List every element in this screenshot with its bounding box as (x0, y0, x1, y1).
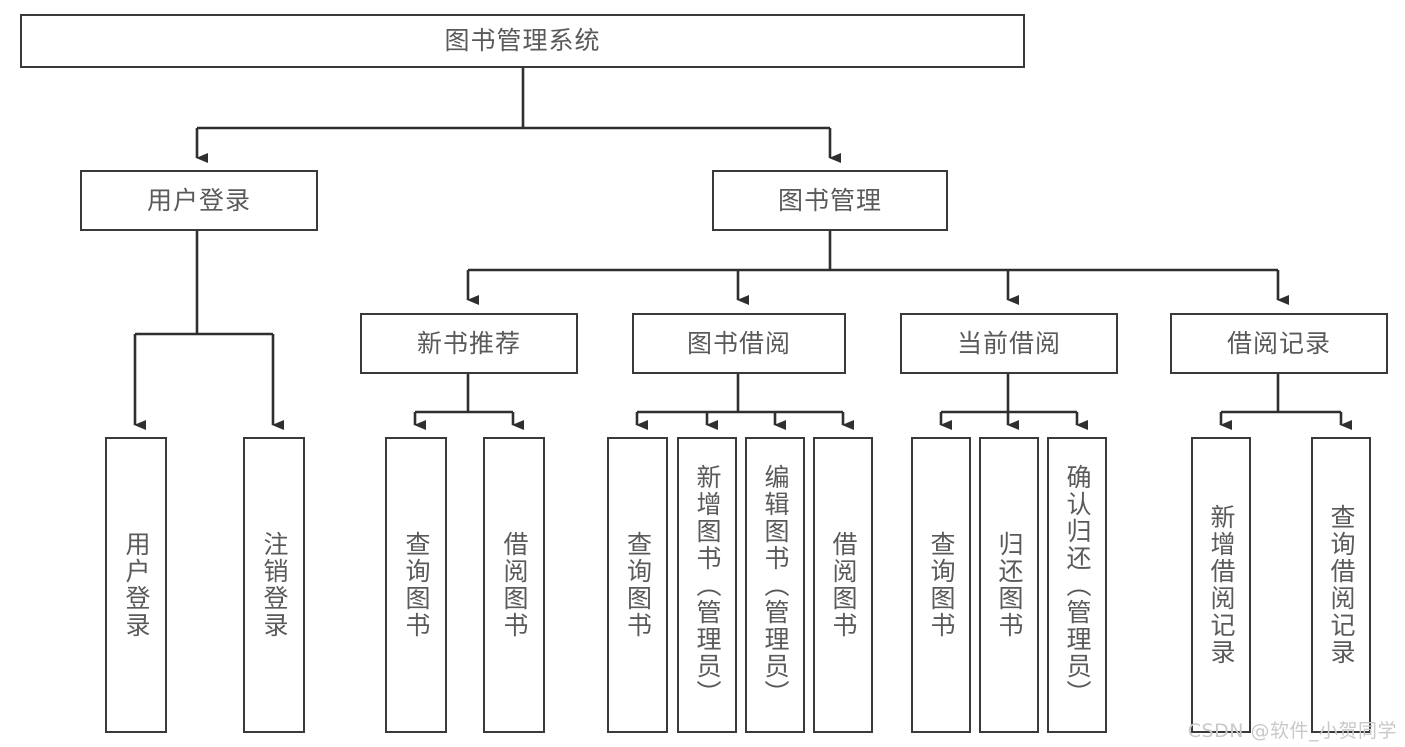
node-book-manage[interactable]: 图书管理 (712, 170, 948, 231)
node-current-borrow[interactable]: 当前借阅 (900, 313, 1118, 374)
watermark-csdn: CSDN @软件_小贺同学 (1187, 720, 1397, 742)
leaf-confirm-return[interactable]: 确认归还（管理员） (1047, 437, 1107, 733)
node-root[interactable]: 图书管理系统 (20, 14, 1025, 68)
leaf-borrow-book-2[interactable]: 借阅图书 (813, 437, 873, 733)
leaf-user-logout[interactable]: 注销登录 (243, 437, 305, 733)
leaf-query-record[interactable]: 查询借阅记录 (1311, 437, 1371, 733)
node-user-login[interactable]: 用户登录 (80, 170, 318, 231)
node-new-book-rec[interactable]: 新书推荐 (360, 313, 578, 374)
leaf-add-book[interactable]: 新增图书（管理员） (677, 437, 737, 733)
leaf-add-record[interactable]: 新增借阅记录 (1191, 437, 1251, 733)
leaf-query-book-2[interactable]: 查询图书 (607, 437, 668, 733)
leaf-user-login[interactable]: 用户登录 (105, 437, 167, 733)
leaf-return-book[interactable]: 归还图书 (979, 437, 1039, 733)
leaf-query-book-1[interactable]: 查询图书 (385, 437, 447, 733)
leaf-query-book-3[interactable]: 查询图书 (911, 437, 971, 733)
leaf-edit-book[interactable]: 编辑图书（管理员） (745, 437, 805, 733)
node-borrow-record[interactable]: 借阅记录 (1170, 313, 1388, 374)
node-book-borrow[interactable]: 图书借阅 (632, 313, 846, 374)
leaf-borrow-book-1[interactable]: 借阅图书 (483, 437, 545, 733)
